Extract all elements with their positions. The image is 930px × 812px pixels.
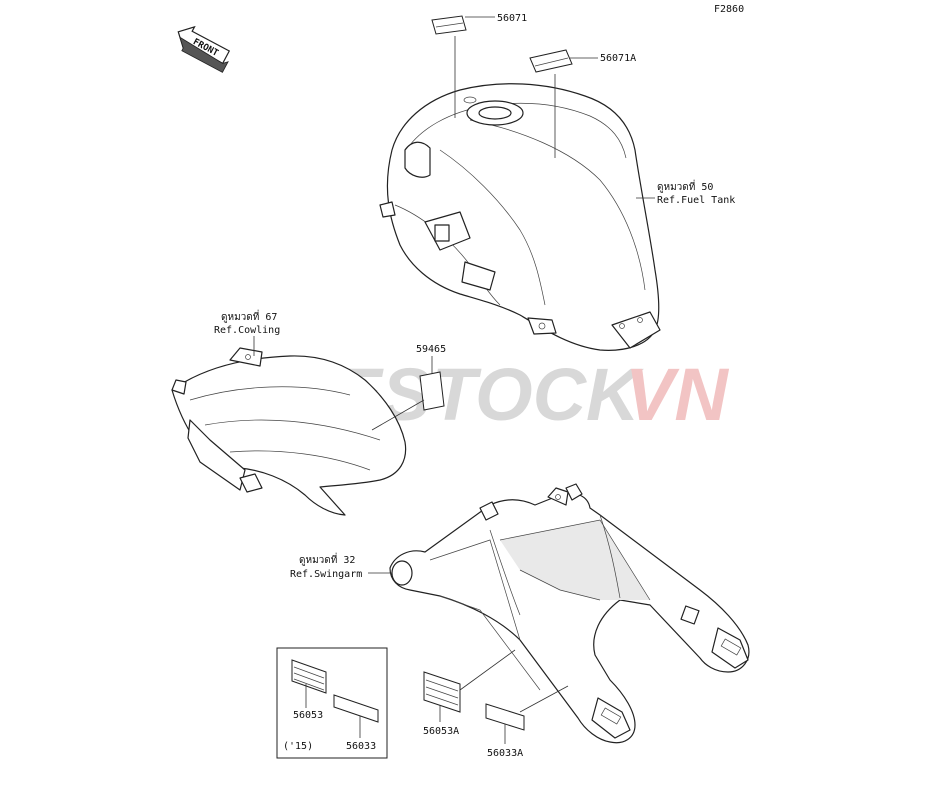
boxed-group-note: ('15): [283, 741, 313, 752]
boxed-group-15: [276, 647, 388, 759]
decal-56071A: [529, 49, 573, 73]
decal-56033A: [485, 703, 525, 731]
figure-code: F2860: [714, 4, 744, 15]
label-56071A: 56071A: [600, 53, 636, 64]
watermark-text-accent: VN: [625, 353, 729, 436]
swingarm-ref-line2: Ref.Swingarm: [290, 569, 362, 580]
decal-56053A: [423, 671, 461, 713]
decal-56071: [431, 15, 467, 35]
label-plate-59465: [419, 371, 445, 411]
label-56033A: 56033A: [487, 748, 523, 759]
label-59465: 59465: [416, 344, 446, 355]
cowling-ref-line1: ดูหมวดที่ 67: [221, 309, 277, 323]
decal-56033: [333, 694, 379, 723]
label-56033: 56033: [346, 741, 376, 752]
decal-56053: [291, 659, 327, 694]
label-56053A: 56053A: [423, 726, 459, 737]
fuel-tank-ref-line2: Ref.Fuel Tank: [657, 195, 735, 206]
fuel-tank-ref-line1: ดูหมวดที่ 50: [657, 179, 713, 193]
leader-59465-to-cowling: [371, 399, 425, 431]
label-56071: 56071: [497, 13, 527, 24]
leader-56033A-to-swingarm: [519, 685, 569, 713]
swingarm-drawing: [389, 483, 750, 744]
cowling-ref-line2: Ref.Cowling: [214, 325, 280, 336]
fuel-tank-drawing: [379, 83, 661, 351]
swingarm-ref-line1: ดูหมวดที่ 32: [299, 552, 355, 566]
front-arrow-icon: FRONT: [177, 25, 231, 73]
leader-56053A-to-swingarm: [459, 649, 516, 691]
label-56053: 56053: [293, 710, 323, 721]
